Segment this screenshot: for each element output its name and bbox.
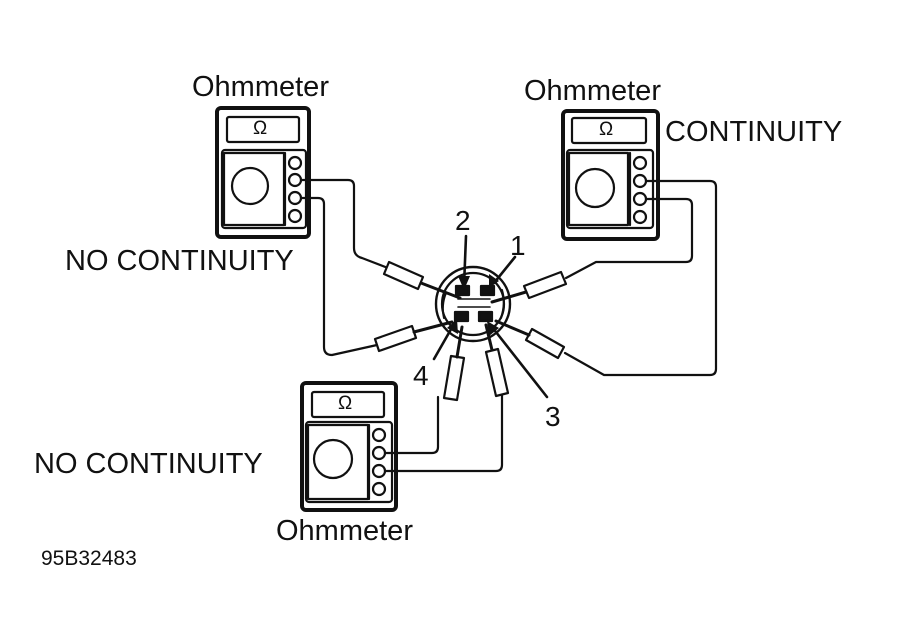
- probe: [373, 320, 454, 353]
- no-continuity-label-bottom: NO CONTINUITY: [34, 448, 263, 480]
- meter-dial: [230, 166, 270, 206]
- ohmmeter-label-bottom: Ohmmeter: [276, 515, 413, 547]
- ohmmeter-label-top-left: Ohmmeter: [192, 71, 329, 103]
- probe: [382, 260, 462, 300]
- ohm-symbol-top-left: Ω: [253, 118, 268, 139]
- ohmmeter-bottom: [300, 381, 398, 512]
- ohm-symbol-top-right: Ω: [599, 119, 614, 140]
- terminal-2-label: 2: [455, 205, 471, 236]
- no-continuity-label-left: NO CONTINUITY: [65, 245, 294, 277]
- ohmmeter-top-right: [561, 109, 660, 241]
- terminal-pin: [479, 284, 496, 297]
- meter-jack: [632, 155, 648, 171]
- meter-jack: [371, 445, 387, 461]
- meter-jack: [632, 191, 648, 207]
- ohmmeter-top-left: [215, 106, 311, 239]
- ohm-symbol-bottom: Ω: [338, 393, 353, 414]
- meter-jack: [287, 208, 303, 224]
- meter-dial: [574, 167, 616, 209]
- connector: [434, 265, 512, 343]
- terminal-4-label: 4: [413, 360, 429, 391]
- meter-jack: [632, 173, 648, 189]
- terminal-3-label: 3: [545, 401, 561, 432]
- meter-jack: [287, 190, 303, 206]
- continuity-label: CONTINUITY: [665, 116, 843, 148]
- test-lead-wires: [299, 178, 718, 473]
- terminal-pin: [454, 284, 471, 297]
- figure-code: 95B32483: [41, 547, 137, 570]
- meter-jack: [287, 155, 303, 171]
- meter-jack: [371, 481, 387, 497]
- ohmmeter-label-top-right: Ohmmeter: [524, 75, 661, 107]
- probe: [494, 319, 566, 360]
- terminal-1-label: 1: [510, 230, 526, 261]
- terminal-pin: [477, 310, 494, 323]
- meter-dial: [312, 438, 354, 480]
- test-probes: [373, 260, 568, 402]
- meter-jack: [632, 209, 648, 225]
- meter-jack: [371, 463, 387, 479]
- meter-jack: [371, 427, 387, 443]
- terminal-pin: [453, 310, 470, 323]
- terminal-leaders: [432, 234, 549, 399]
- meter-jack: [287, 172, 303, 188]
